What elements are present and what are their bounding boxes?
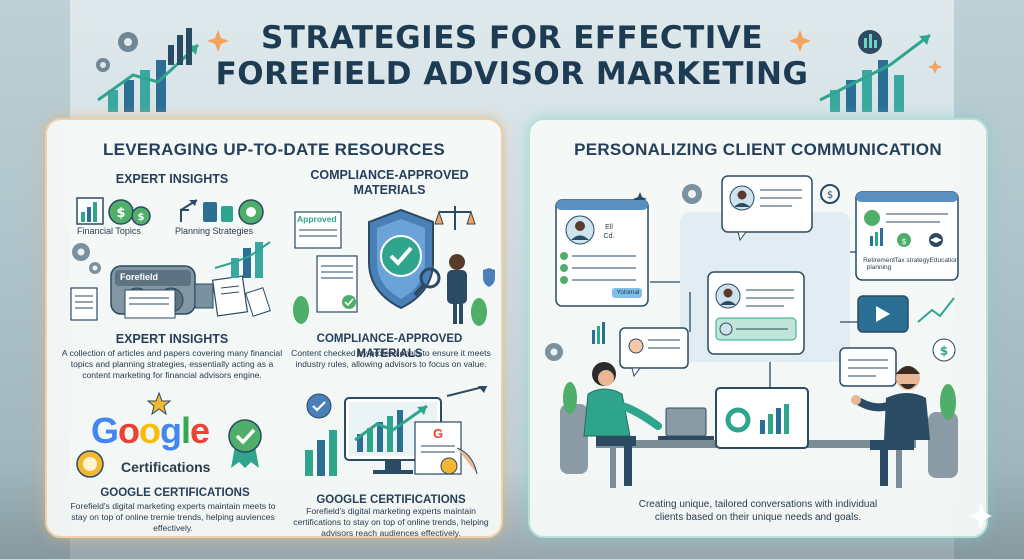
- compliance-shield-illustration: [293, 206, 495, 326]
- google-certifications-label: Certifications: [121, 459, 211, 475]
- compliance-heading: COMPLIANCE-APPROVED MATERIALS: [287, 168, 492, 198]
- svg-text:$: $: [827, 190, 833, 201]
- certification-badge-icon: [228, 419, 262, 468]
- compliance-heading-line-1: COMPLIANCE-APPROVED: [310, 168, 469, 182]
- content-machine-illustration: [70, 241, 271, 321]
- approved-stamp: Approved: [297, 214, 337, 224]
- title-line-1: STRATEGIES FOR EFFECTIVE: [260, 20, 764, 56]
- financial-topics-label: Financial Topics: [77, 226, 141, 236]
- planning-strategies-label: Planning Strategies: [175, 226, 254, 236]
- client-communication-illustration: $ $: [545, 175, 959, 488]
- google-logo: Google: [91, 410, 210, 452]
- tag-education: Education: [929, 257, 959, 264]
- svg-text:$: $: [940, 344, 948, 358]
- compliance-heading-line-2: MATERIALS: [353, 183, 426, 197]
- expert-insights-subheading: EXPERT INSIGHTS: [115, 332, 229, 346]
- title-line-2: FOREFIELD ADVISOR MARKETING: [215, 56, 809, 92]
- certification-medal-icon: [76, 450, 104, 478]
- svg-text:G: G: [433, 426, 443, 441]
- profile-line-2: Cd.: [603, 233, 615, 240]
- right-panel-title: PERSONALIZING CLIENT COMMUNICATION: [574, 140, 942, 159]
- profile-tag-label: Yolomal: [616, 289, 640, 296]
- google-certifications-description-left: Forefield's digital marketing experts ma…: [70, 501, 276, 533]
- chart-growth-icon-right: [790, 30, 942, 112]
- client-communication-description: Creating unique, tailored conversations …: [638, 499, 878, 523]
- compliance-subheading: COMPLIANCE-APPROVED MATERIALS: [316, 333, 463, 360]
- expert-insights-heading: EXPERT INSIGHTS: [115, 172, 229, 186]
- monitor-growth-illustration: G: [305, 386, 488, 476]
- tag-tax-strategy: Tax strategy: [894, 257, 930, 264]
- google-logo-text: Google: [91, 410, 210, 451]
- svg-text:$: $: [901, 237, 906, 246]
- google-certifications-subheading-right: GOOGLE CERTIFICATIONS: [316, 494, 466, 506]
- expert-insights-description: A collection of articles and papers cove…: [61, 348, 283, 380]
- planning-strategies-icon: [180, 199, 264, 225]
- right-panel: PERSONALIZING CLIENT COMMUNICATION $: [528, 118, 992, 538]
- machine-brand-label: Forefield: [120, 272, 159, 282]
- chart-growth-icon: [96, 28, 229, 112]
- left-panel-title: LEVERAGING UP-TO-DATE RESOURCES: [102, 140, 446, 159]
- svg-text:$: $: [138, 212, 145, 223]
- star-icon: [147, 392, 171, 416]
- financial-topics-icon: $ $: [76, 197, 151, 226]
- google-certifications-subheading-left: GOOGLE CERTIFICATIONS: [100, 487, 250, 499]
- compliance-description: Content checked by professionals to ensu…: [291, 348, 491, 369]
- svg-text:$: $: [116, 206, 125, 221]
- page-title: STRATEGIES FOR EFFECTIVE FOREFIELD ADVIS…: [0, 20, 1024, 92]
- tag-retirement-planning: Retirement planning: [863, 257, 895, 271]
- google-certifications-description-right: Forefield's digital marketing experts ma…: [293, 506, 489, 538]
- profile-line-1: Ell: [605, 224, 613, 231]
- left-panel: LEVERAGING UP-TO-DATE RESOURCES EXPERT I…: [45, 118, 503, 538]
- sparkle-icon: [970, 502, 992, 530]
